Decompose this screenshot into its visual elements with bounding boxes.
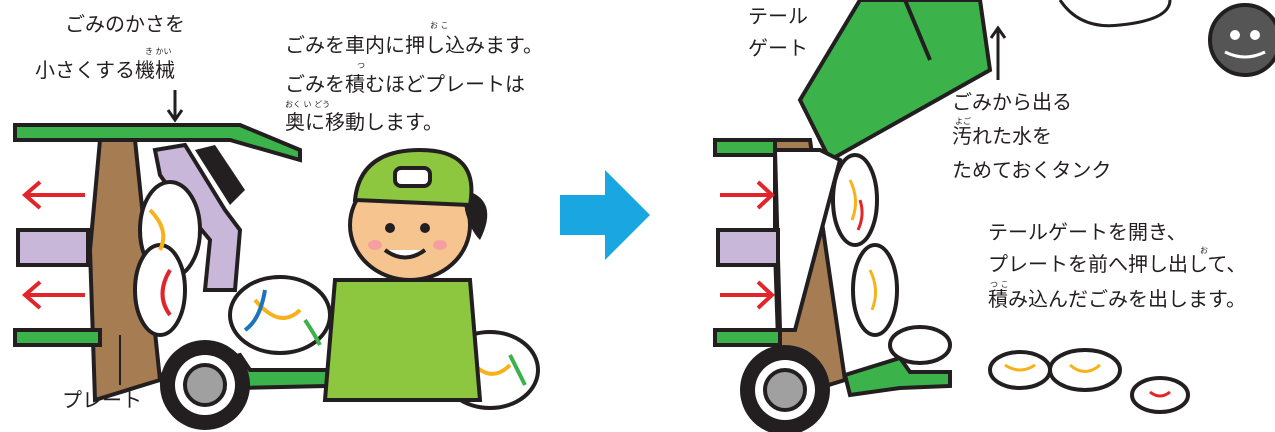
compact-desc-line-1: ごみを車内に押し込みます。 — [285, 33, 543, 57]
machine-label-line-1: ごみのかさを — [65, 12, 185, 36]
tailgate-label-line-1: テール — [748, 4, 808, 28]
truck-roof — [13, 123, 302, 163]
plate-label: プレート — [62, 388, 142, 412]
unloading-scene: テール ゲート ごみから出る よご 汚れた水を ためておくタンク テールゲートを… — [700, 0, 1275, 432]
unload-ruby-2: つ こ — [990, 280, 1009, 289]
desc-ruby-2: つ — [357, 61, 365, 70]
wheel-icon — [740, 345, 830, 432]
unload-desc-line-1: テールゲートを開き、 — [988, 220, 1187, 244]
blue-arrow-icon — [560, 170, 650, 260]
desc-ruby-1: お こ — [430, 21, 449, 30]
tailgate-label-line-2: ゲート — [748, 36, 808, 60]
unload-ruby-1: お — [1200, 246, 1208, 255]
tank-ruby: よご — [955, 117, 971, 126]
plate — [87, 138, 163, 403]
unload-desc-line-2: プレートを前へ押し出して、 — [988, 252, 1247, 276]
compact-desc-line-3: 奥に移動します。 — [285, 110, 443, 134]
compacting-scene: き かい ごみのかさを 小さくする機械 お こ ごみを車内に押し込みます。 つ … — [0, 0, 560, 432]
tank-label-line-2: 汚れた水を — [952, 124, 1052, 148]
machine-ruby: き かい — [145, 47, 172, 56]
red-arrow-icon — [21, 180, 85, 310]
truck-right-illustration — [713, 0, 1275, 432]
unload-desc-line-3: 積み込んだごみを出します。 — [988, 287, 1246, 311]
worker-icon — [322, 147, 488, 402]
tailgate — [797, 0, 993, 163]
tank-label-line-3: ためておくタンク — [952, 158, 1112, 182]
truck-left-illustration — [13, 90, 540, 430]
red-arrow-icon — [720, 180, 775, 310]
desc-ruby-3: おく い どう — [285, 100, 331, 109]
tank-label-line-1: ごみから出る — [952, 90, 1072, 114]
germ-monster-icon — [1058, 0, 1275, 77]
compact-desc-line-2: ごみを積むほどプレートは — [285, 72, 525, 96]
machine-label-line-2: 小さくする機械 — [35, 58, 175, 82]
wheel-icon — [160, 340, 250, 430]
